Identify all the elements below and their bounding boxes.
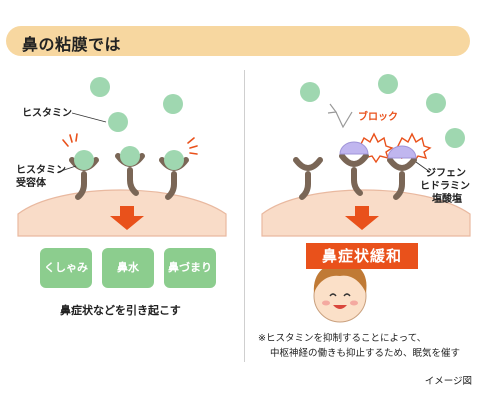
title-bar [6, 26, 470, 56]
reaction-spark [62, 133, 78, 147]
histamine-molecule [426, 93, 446, 113]
symptom-relief-banner: 鼻症状緩和 [306, 243, 418, 269]
note-line2: 中枢神経の働きも抑止するため、眠気を催す [270, 348, 461, 359]
block-label: ブロック [358, 112, 398, 123]
receptor-with-drug [387, 145, 417, 200]
note-line1: ※ヒスタミンを抑制することによって、 [258, 333, 427, 344]
symptom-sneeze: くしゃみ [40, 248, 92, 288]
down-arrow-right [345, 206, 379, 230]
symptom-congestion: 鼻づまり [164, 248, 216, 288]
left-caption: 鼻症状などを引き起こす [60, 304, 181, 317]
page-title: 鼻の粘膜では [22, 35, 122, 54]
reaction-spark [187, 137, 198, 155]
receptor-with-drug [339, 141, 369, 196]
histamine-molecule [445, 128, 465, 148]
image-credit: イメージ図 [424, 376, 472, 387]
bounce-arrow [335, 111, 353, 129]
histamine-pointer-line [71, 112, 107, 123]
drug-label-line3: 塩酸塩 [432, 194, 462, 205]
receptor-with-histamine [69, 150, 99, 200]
receptor-with-histamine [159, 150, 189, 200]
histamine-molecule [90, 77, 110, 97]
receptor-with-histamine [115, 146, 145, 196]
down-arrow-left [110, 206, 144, 230]
drug-label-line1: ジフェン [426, 168, 466, 179]
receptor-pointer-line [57, 165, 77, 173]
histamine-label: ヒスタミン [22, 108, 72, 119]
smiling-face [313, 263, 367, 323]
receptor-label-line1: ヒスタミン [16, 165, 66, 176]
drug-pointer-line [415, 161, 431, 173]
histamine-molecule [163, 94, 183, 114]
histamine-molecule [108, 112, 128, 132]
receptor-with-drug [293, 157, 323, 200]
symptom-runny-nose: 鼻水 [102, 248, 154, 288]
histamine-molecule [300, 82, 320, 102]
histamine-molecule [378, 74, 398, 94]
receptor-label-line2: 受容体 [16, 178, 46, 189]
panel-divider [244, 70, 245, 362]
drug-label-line2: ヒドラミン [420, 181, 470, 192]
